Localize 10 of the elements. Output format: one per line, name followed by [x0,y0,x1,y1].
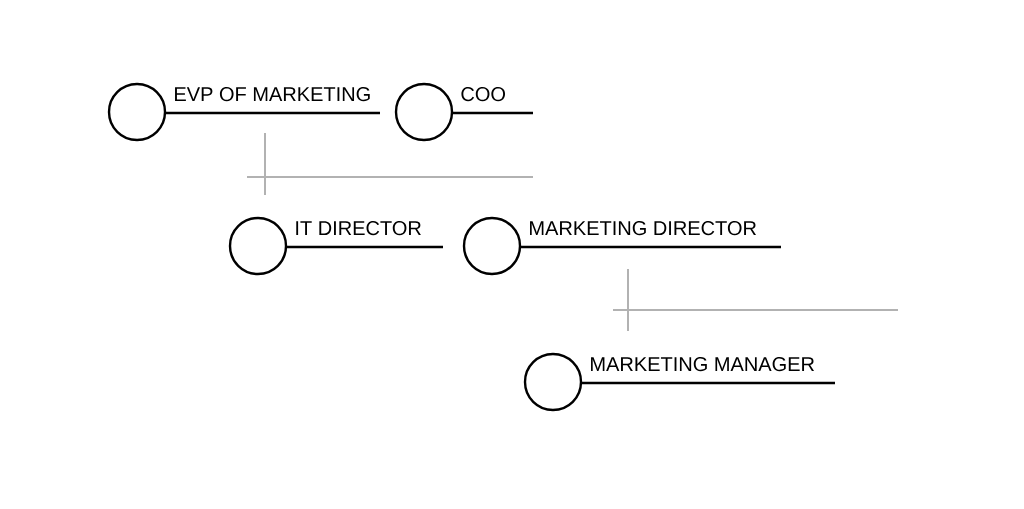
node-label: IT DIRECTOR [296,221,421,236]
node-label: EVP OF MARKETING [175,87,370,102]
person-node: MARKETING DIRECTOR [462,216,781,276]
person-node: COO [394,82,533,142]
person-node: EVP OF MARKETING [107,82,380,142]
node-label: MARKETING MANAGER [591,357,815,372]
person-node: MARKETING MANAGER [523,352,835,412]
node-label: MARKETING DIRECTOR [530,221,757,236]
node-label: COO [461,87,506,102]
person-node: IT DIRECTOR [228,216,443,276]
